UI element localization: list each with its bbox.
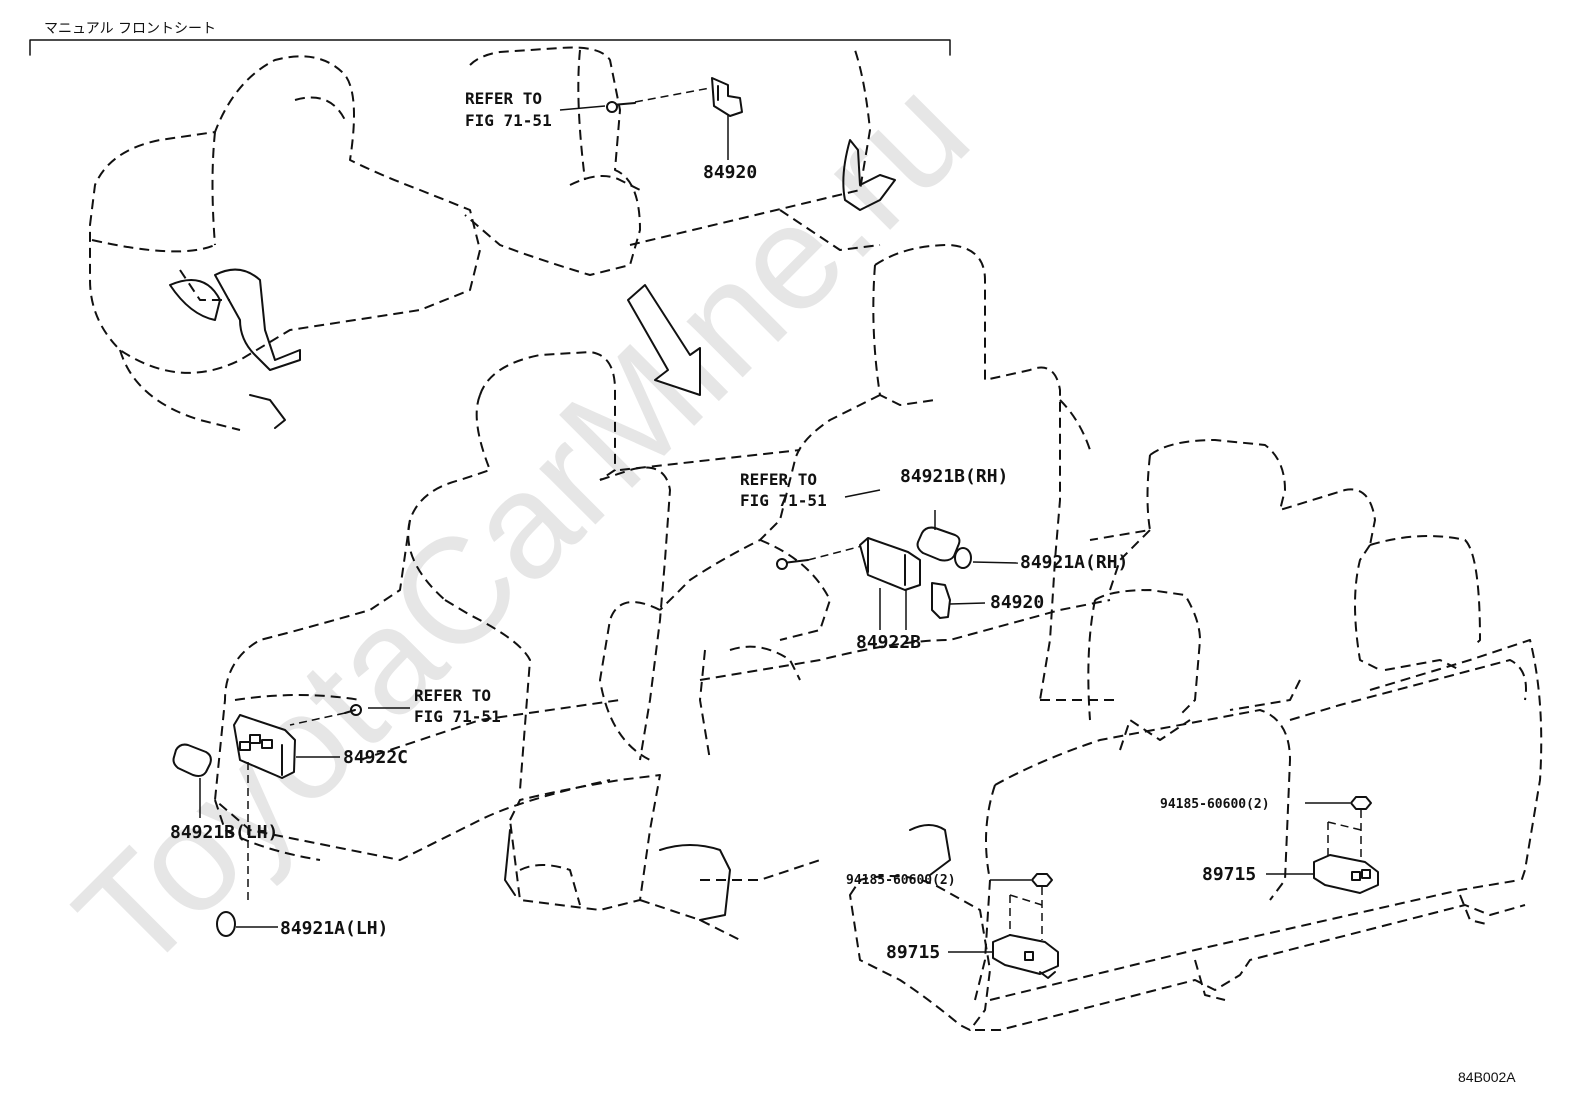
- left-switch-84922c: [233, 714, 296, 779]
- label-89715-right: 89715: [1202, 864, 1256, 885]
- mid-cap-84921b-rh: [916, 526, 961, 562]
- mid-bracket-84922b: [859, 537, 921, 591]
- mid-refer-line2: FIG 71-51: [740, 491, 827, 510]
- top-seat-drawing: [89, 46, 896, 431]
- label-bolt-right: 94185-60600(2): [1160, 797, 1270, 812]
- left-cap-84921a-lh: [216, 911, 236, 937]
- mid-cap-84921a-rh: [954, 547, 972, 569]
- label-84921a-lh: 84921A(LH): [280, 918, 388, 939]
- base-seat-drawing: [504, 774, 821, 941]
- header-title: マニュアル フロントシート: [44, 21, 216, 37]
- mid-refer-line1: REFER TO: [740, 470, 817, 489]
- label-84922c: 84922C: [343, 747, 408, 768]
- second-row-right-seat-drawing: [599, 244, 1111, 761]
- mid-switch-84920: [931, 582, 951, 619]
- mid-bolt: [776, 545, 863, 570]
- top-refer-line2: FIG 71-51: [465, 111, 552, 130]
- left-refer-line1: REFER TO: [414, 686, 491, 705]
- left-refer-line2: FIG 71-51: [414, 707, 501, 726]
- top-part-84920-label: 84920: [703, 162, 757, 183]
- top-refer-line1: REFER TO: [465, 89, 542, 108]
- top-bolt: [606, 87, 711, 113]
- transition-arrow: [627, 284, 701, 396]
- left-bolt: [289, 704, 362, 726]
- left-nut: [1031, 873, 1053, 887]
- label-89715-left: 89715: [886, 942, 940, 963]
- label-bolt-left: 94185-60600(2): [846, 873, 956, 888]
- third-row-seat-drawing: [849, 439, 1543, 1031]
- label-mid-84920: 84920: [990, 592, 1044, 613]
- right-module-89715: [1313, 854, 1379, 894]
- top-bracket-84920: [711, 77, 743, 117]
- label-84921b-rh: 84921B(RH): [900, 466, 1008, 487]
- left-cap-84921b-lh: [172, 743, 212, 777]
- second-row-left-seat-drawing: [214, 351, 801, 861]
- label-84921b-lh: 84921B(LH): [170, 822, 278, 843]
- diagram-code: 84B002A: [1458, 1069, 1516, 1085]
- right-nut: [1350, 796, 1372, 810]
- left-module-89715: [992, 934, 1059, 979]
- label-84922b: 84922B: [856, 632, 921, 653]
- header-bracket: [29, 39, 951, 56]
- label-84921a-rh: 84921A(RH): [1020, 552, 1128, 573]
